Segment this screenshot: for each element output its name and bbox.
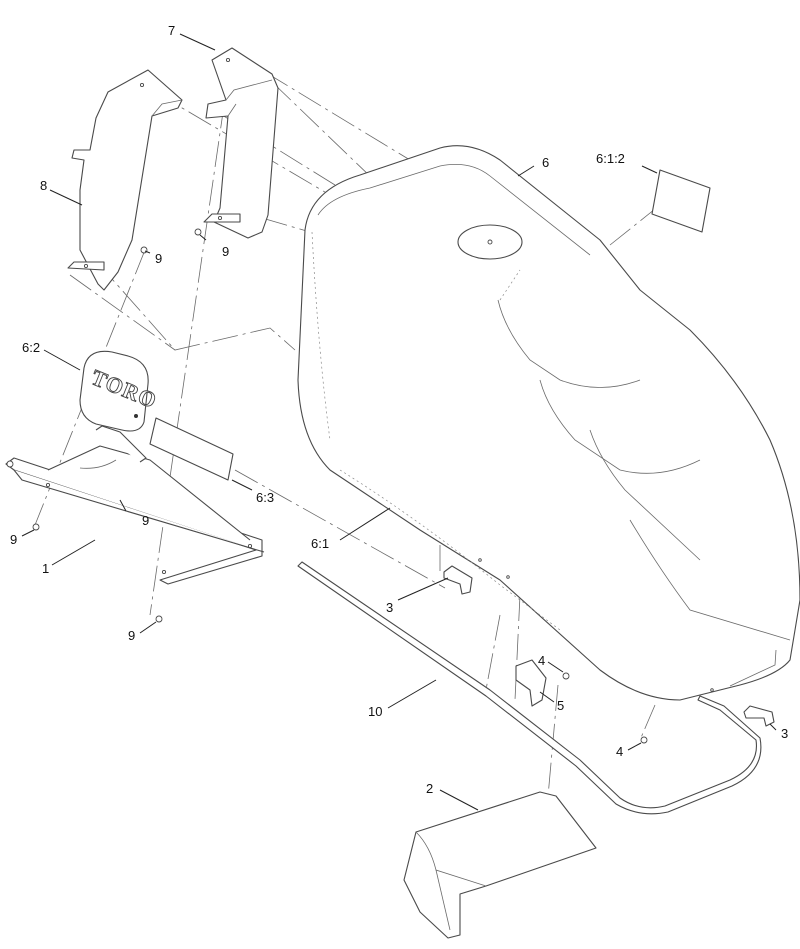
part-6-3-decal (149, 417, 234, 481)
callout-9: 9 (222, 244, 229, 259)
part-1-mounting-bracket (5, 425, 265, 585)
callout-4: 4 (538, 653, 545, 668)
part-10-seal-strip (297, 561, 762, 815)
callout-1: 1 (42, 561, 49, 576)
callout-6-2: 6:2 (22, 340, 40, 355)
callout-10: 10 (368, 704, 382, 719)
callout-9: 9 (128, 628, 135, 643)
assembly-phantom-lines (34, 51, 661, 831)
part-5-clip (515, 659, 547, 707)
callout-6: 6 (542, 155, 549, 170)
callout-6-3: 6:3 (256, 490, 274, 505)
callout-3: 3 (386, 600, 393, 615)
callout-6-1-2: 6:1:2 (596, 151, 625, 166)
callout-5: 5 (557, 698, 564, 713)
part-6-2-toro-decal: TORO (79, 350, 161, 432)
callout-9: 9 (142, 513, 149, 528)
callout-7: 7 (168, 23, 175, 38)
part-6-1-2-decal (651, 169, 711, 233)
callout-4: 4 (616, 744, 623, 759)
callout-9: 9 (155, 251, 162, 266)
callout-2: 2 (426, 781, 433, 796)
callout-labels: 7 8 9 9 6 6:1:2 6:2 6:3 6:1 9 9 1 9 3 4 … (10, 23, 788, 796)
leader-lines (21, 33, 777, 811)
part-4-fasteners (562, 672, 648, 744)
callout-6-1: 6:1 (311, 536, 329, 551)
part-3-handle-left (443, 565, 473, 595)
callout-9: 9 (10, 532, 17, 547)
part-6-tank-hood (297, 145, 800, 701)
part-2-lower-cover (403, 791, 597, 939)
part-8-side-shield (67, 69, 183, 291)
part-3-handle-right (743, 705, 775, 727)
part-7-rear-shield-bracket (203, 47, 279, 239)
callout-3: 3 (781, 726, 788, 741)
callout-8: 8 (40, 178, 47, 193)
